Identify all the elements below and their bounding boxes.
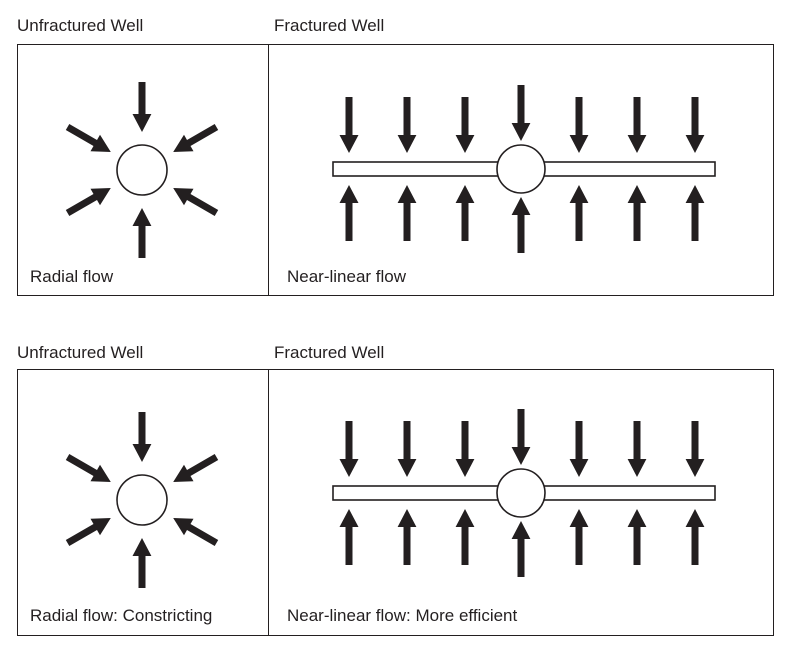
arrow-icon (455, 421, 475, 477)
top-unfractured-panel: Radial flow (17, 44, 269, 296)
top-linear-flow-diagram (332, 85, 716, 253)
arrow-icon (569, 97, 589, 153)
arrow-icon (511, 85, 531, 141)
top-linear-caption: Near-linear flow (287, 267, 407, 286)
arrow-icon (397, 97, 417, 153)
arrow-icon (627, 185, 647, 241)
top-fractured-title: Fractured Well (274, 16, 385, 35)
arrow-icon (569, 421, 589, 477)
top-radial-caption: Radial flow (30, 267, 114, 286)
arrow-icon (455, 97, 475, 153)
arrow-icon (455, 509, 475, 565)
bottom-fractured-panel: Near-linear flow: More efficient (268, 369, 774, 636)
bottom-radial-caption: Radial flow: Constricting (30, 606, 213, 625)
arrow-icon (65, 188, 111, 216)
arrow-icon (173, 454, 219, 482)
top-radial-flow-diagram (65, 82, 219, 258)
arrow-icon (397, 421, 417, 477)
arrow-icon (173, 188, 219, 216)
arrow-icon (627, 509, 647, 565)
arrow-icon (511, 197, 531, 253)
arrow-icon (65, 454, 111, 482)
arrow-icon (339, 185, 359, 241)
arrow-icon (397, 509, 417, 565)
wellbore-icon (116, 144, 168, 196)
arrow-icon (569, 185, 589, 241)
arrow-icon (173, 518, 219, 546)
arrow-icon (65, 124, 111, 152)
arrow-icon (627, 421, 647, 477)
bottom-unfractured-panel: Radial flow: Constricting (17, 369, 269, 636)
arrow-icon (132, 538, 152, 588)
arrow-icon (569, 509, 589, 565)
arrow-icon (627, 97, 647, 153)
arrow-icon (132, 82, 152, 132)
arrow-icon (511, 409, 531, 465)
arrow-icon (339, 421, 359, 477)
arrow-icon (339, 97, 359, 153)
bottom-linear-caption: Near-linear flow: More efficient (287, 606, 518, 625)
arrow-icon (132, 208, 152, 258)
arrow-icon (339, 509, 359, 565)
bottom-unfractured-title: Unfractured Well (17, 343, 144, 362)
bottom-linear-flow-diagram (332, 409, 716, 577)
fracture-junction (499, 163, 543, 175)
arrow-icon (685, 185, 705, 241)
wellbore-icon (116, 474, 168, 526)
arrow-icon (685, 509, 705, 565)
arrow-icon (132, 412, 152, 462)
bottom-radial-flow-diagram (65, 412, 219, 588)
bottom-fractured-title: Fractured Well (274, 343, 385, 362)
arrow-icon (455, 185, 475, 241)
arrow-icon (65, 518, 111, 546)
top-unfractured-title: Unfractured Well (17, 16, 144, 35)
arrow-icon (397, 185, 417, 241)
top-fractured-panel: Near-linear flow (268, 44, 774, 296)
arrow-icon (511, 521, 531, 577)
fracture-junction (499, 487, 543, 499)
arrow-icon (685, 97, 705, 153)
arrow-icon (173, 124, 219, 152)
arrow-icon (685, 421, 705, 477)
